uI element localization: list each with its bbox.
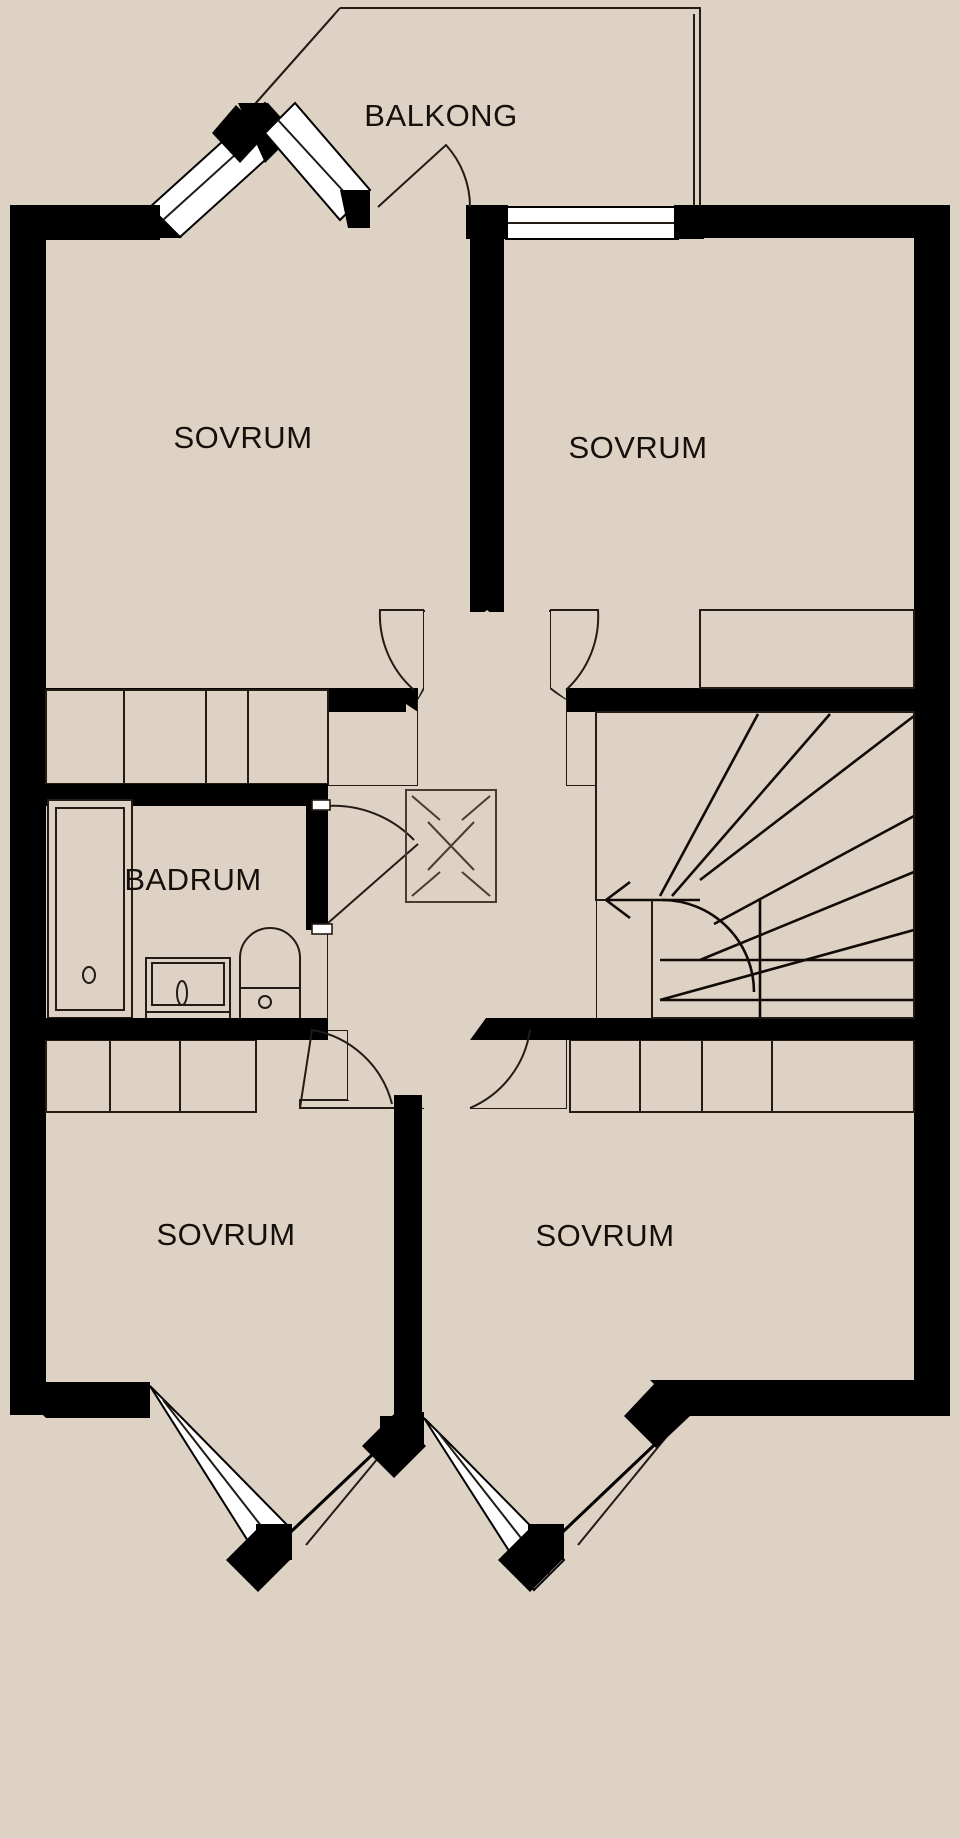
- hatch-icon: [405, 789, 497, 903]
- bay-window-top-left: [148, 101, 372, 239]
- interior-wall-bottom-center: [394, 1095, 422, 1418]
- exterior-walls: [10, 205, 950, 1415]
- toilet: [239, 927, 301, 1021]
- closet-row-bottom-left: [45, 1039, 257, 1113]
- staircase[interactable]: [595, 609, 915, 1019]
- bay-window-bottom-right: [423, 1380, 950, 1592]
- door-bedroom-top-left[interactable]: [378, 609, 424, 691]
- wall-block-bottom-center: [362, 1412, 426, 1478]
- wall-corner-blocks-top-left: [10, 205, 182, 240]
- balcony-railing: [247, 7, 701, 210]
- stair-winder-steps: [658, 713, 915, 1002]
- stair-straight-steps: [660, 958, 914, 1002]
- hallway-floor: [328, 612, 596, 1108]
- interior-wall-top-center: [470, 238, 504, 624]
- interior-wall-right-midtop: [566, 688, 914, 712]
- room-label-sovrum-bottom-left: SOVRUM: [156, 1217, 295, 1252]
- window-top-right: [466, 205, 704, 240]
- room-label-balkong: BALKONG: [364, 98, 517, 133]
- closet-row-top-left: [45, 689, 329, 785]
- room-label-sovrum-top-left: SOVRUM: [173, 420, 312, 455]
- interior-wall-bottom-row: [46, 1018, 914, 1040]
- room-label-sovrum-bottom-right: SOVRUM: [535, 1218, 674, 1253]
- closet-row-bottom-right: [569, 1039, 915, 1113]
- room-label-badrum: BADRUM: [124, 862, 261, 897]
- balcony-door[interactable]: [377, 143, 471, 208]
- sink: [145, 957, 231, 1021]
- door-bedroom-bottom-left[interactable]: [299, 1028, 393, 1109]
- bathtub: [47, 799, 133, 1019]
- door-bedroom-bottom-right[interactable]: [469, 1029, 531, 1109]
- room-label-sovrum-top-right: SOVRUM: [568, 430, 707, 465]
- door-bedroom-top-right[interactable]: [550, 609, 600, 691]
